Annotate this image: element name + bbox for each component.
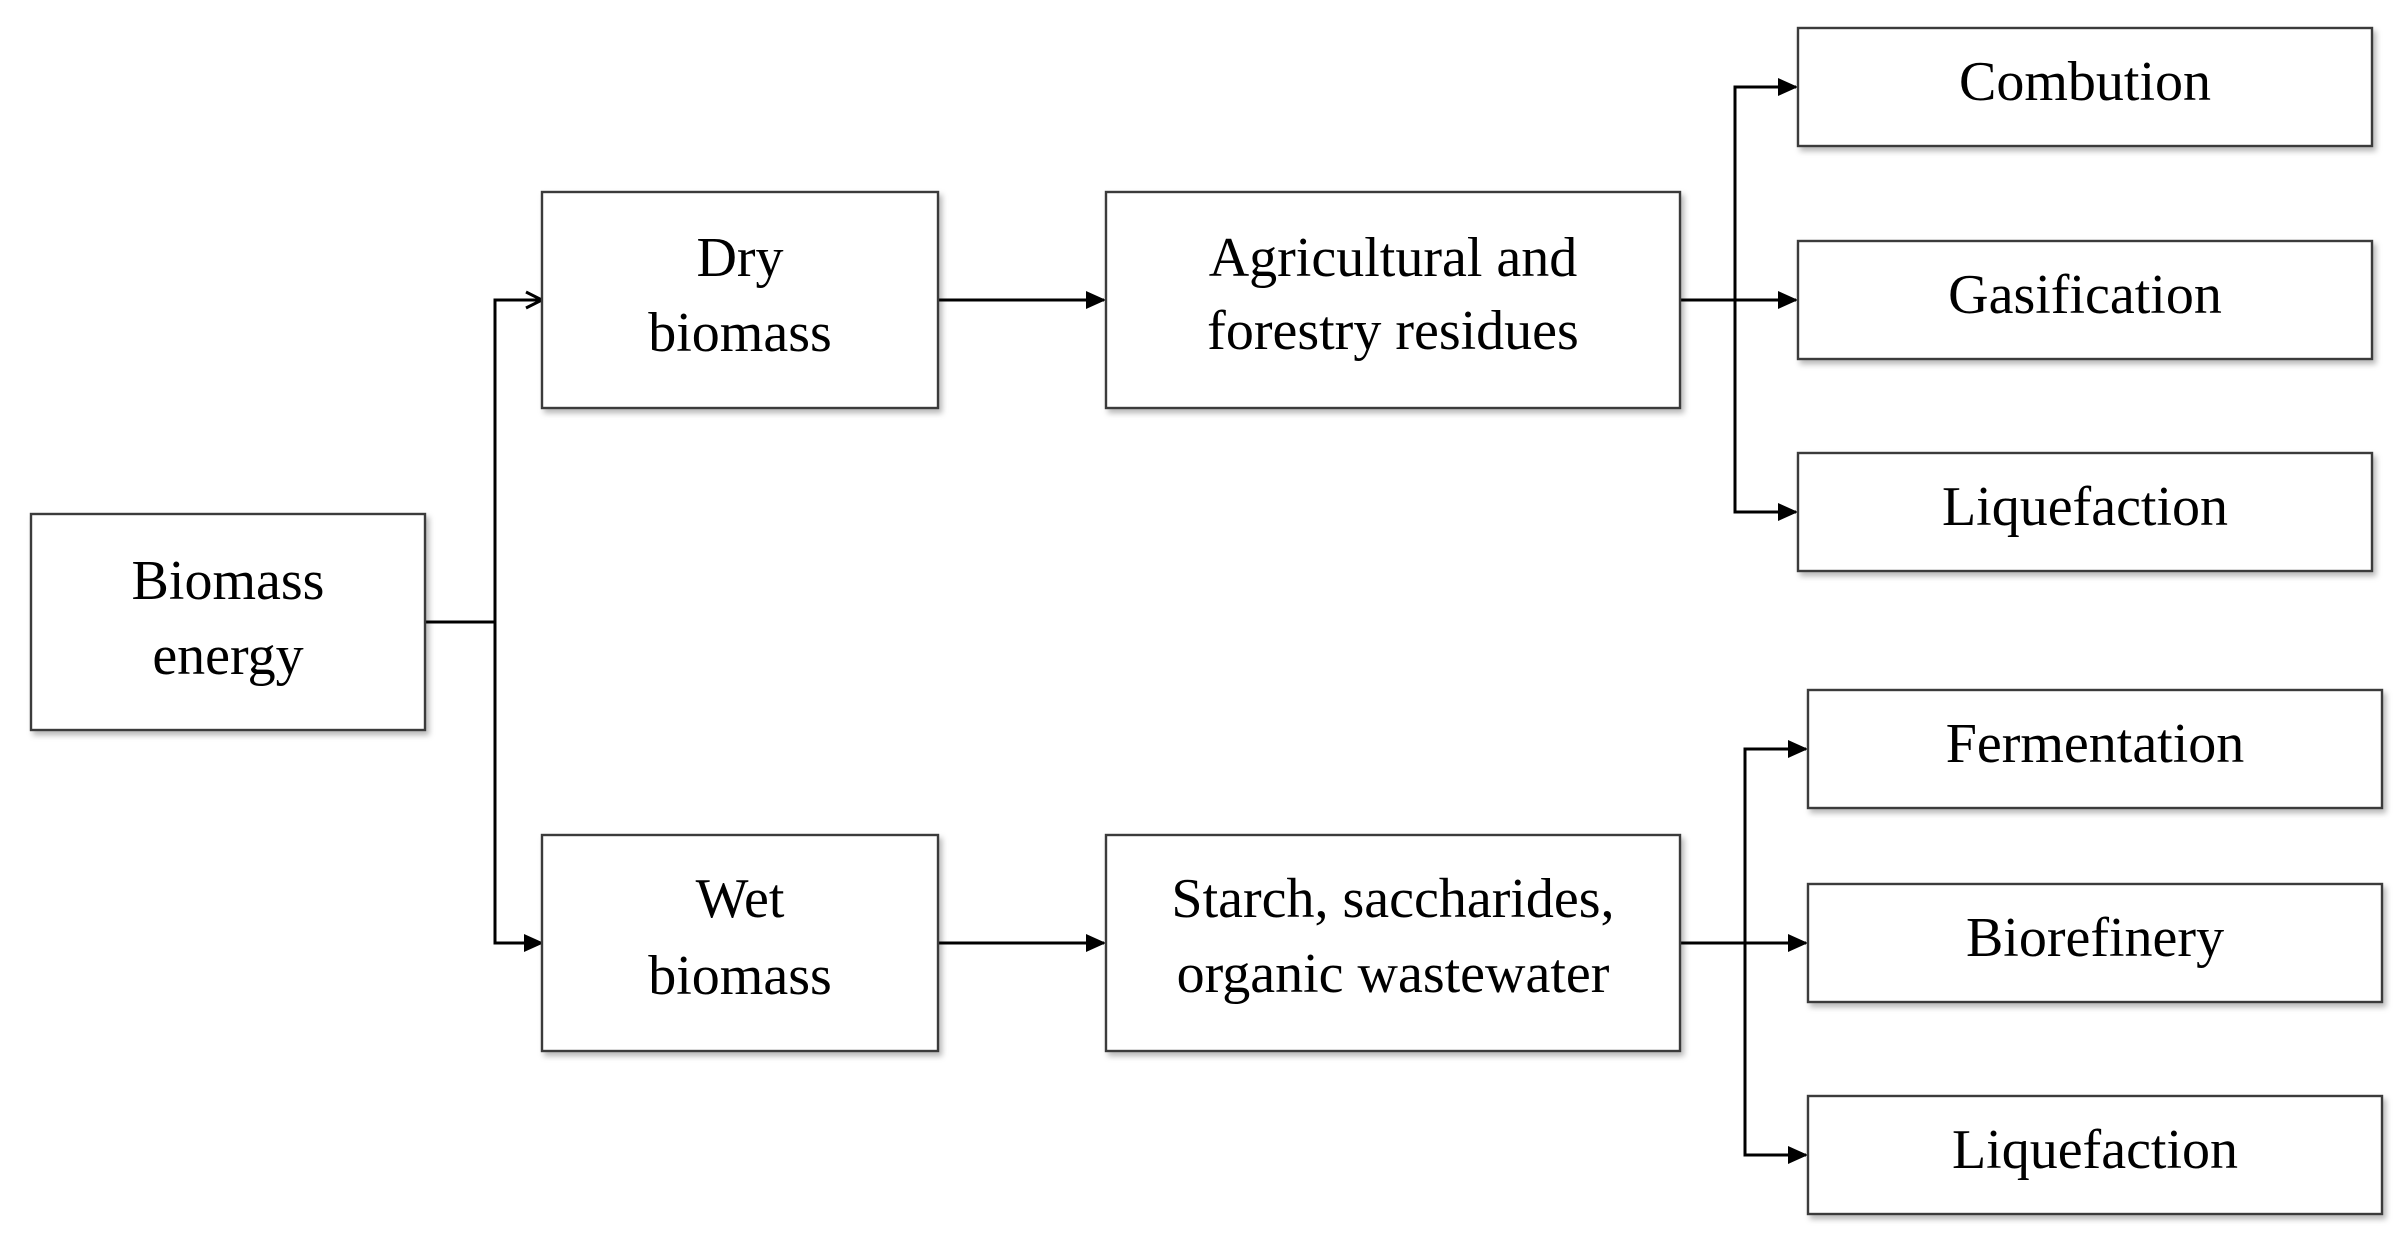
node-wet-biomass: Wet biomass (540, 833, 940, 1053)
node-gasification: Gasification (1796, 239, 2374, 361)
node-biorefinery-box (1806, 882, 2384, 1004)
connector-agri-to-combustion (1733, 78, 1798, 300)
connector-agri-to-liquefaction (1733, 300, 1798, 521)
node-agricultural-forestry-residues-box (1104, 190, 1682, 410)
node-wet-biomass-box (540, 833, 940, 1053)
node-biorefinery-label: Biorefinery (1966, 907, 2224, 969)
node-liquefaction-dry-label: Liquefaction (1942, 476, 2228, 538)
node-biomass-energy: Biomass energy (29, 512, 427, 732)
node-wet-biomass-line1: Wet (696, 868, 785, 930)
node-dry-biomass-line2: biomass (648, 302, 832, 364)
node-combustion-box (1796, 26, 2374, 148)
node-fermentation: Fermentation (1806, 688, 2384, 810)
connector-starch-to-liquefaction (1743, 943, 1808, 1164)
node-liquefaction-wet: Liquefaction (1806, 1094, 2384, 1216)
node-biomass-energy-box (29, 512, 427, 732)
node-starch-saccharides-wastewater: Starch, saccharides, organic wastewater (1104, 833, 1682, 1053)
node-liquefaction-dry-box (1796, 451, 2374, 573)
node-starch-saccharides-wastewater-line2: organic wastewater (1177, 943, 1610, 1005)
connector-starch-to-fermentation (1743, 740, 1808, 943)
node-wet-biomass-line2: biomass (648, 945, 832, 1007)
node-liquefaction-wet-box (1806, 1094, 2384, 1216)
node-agricultural-forestry-residues-line2: forestry residues (1207, 300, 1579, 362)
node-starch-saccharides-wastewater-box (1104, 833, 1682, 1053)
connector-energy-to-wet (493, 622, 544, 952)
node-biomass-energy-line1: Biomass (132, 550, 325, 612)
node-gasification-label: Gasification (1948, 264, 2222, 326)
node-starch-saccharides-wastewater-line1: Starch, saccharides, (1171, 868, 1614, 930)
connectors-wet-processes (1680, 740, 1808, 1164)
node-liquefaction-dry: Liquefaction (1796, 451, 2374, 573)
connector-energy-to-dry (493, 300, 542, 622)
node-biomass-energy-line2: energy (152, 625, 303, 687)
node-dry-biomass-line1: Dry (696, 227, 783, 289)
node-fermentation-label: Fermentation (1946, 713, 2245, 775)
node-liquefaction-wet-label: Liquefaction (1952, 1119, 2238, 1181)
connectors-dry-processes (1680, 78, 1798, 521)
node-gasification-box (1796, 239, 2374, 361)
node-fermentation-box (1806, 688, 2384, 810)
connectors-level-1 (425, 300, 544, 952)
node-combustion: Combution (1796, 26, 2374, 148)
node-agricultural-forestry-residues: Agricultural and forestry residues (1104, 190, 1682, 410)
node-biorefinery: Biorefinery (1806, 882, 2384, 1004)
node-dry-biomass: Dry biomass (540, 190, 940, 410)
node-agricultural-forestry-residues-line1: Agricultural and (1209, 227, 1578, 289)
node-combustion-label: Combution (1959, 51, 2211, 113)
connectors-level-2 (938, 291, 1106, 952)
node-dry-biomass-box (540, 190, 940, 410)
